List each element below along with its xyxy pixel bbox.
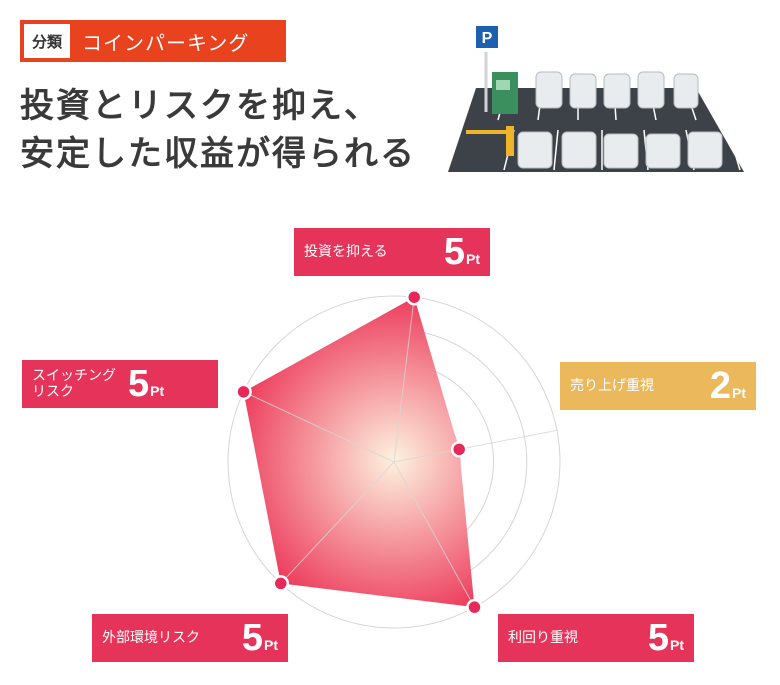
score-unit: Pt xyxy=(732,385,746,401)
radar-axis-spoke xyxy=(393,429,558,463)
radar-axis-spoke xyxy=(280,461,395,584)
parking-meter xyxy=(492,72,518,114)
parked-car xyxy=(673,73,699,109)
parking-sign-letter: P xyxy=(482,30,493,47)
parked-car xyxy=(569,73,597,109)
axis-label: 売り上げ重視 xyxy=(570,378,654,394)
parked-car xyxy=(687,131,723,169)
category-tag: 分類 コインパーキング xyxy=(20,20,286,62)
score-unit: Pt xyxy=(150,383,165,399)
parked-car xyxy=(561,131,597,169)
parked-car xyxy=(535,71,563,109)
score-value: 5 xyxy=(647,617,669,659)
radar-data-point xyxy=(405,288,423,306)
score-value: 5 xyxy=(128,363,150,405)
gate-barrier xyxy=(466,130,512,134)
radar-axis-spoke xyxy=(393,297,415,463)
radar-data-point xyxy=(272,575,290,592)
category-value: コインパーキング xyxy=(82,30,250,55)
parked-car xyxy=(603,133,639,169)
headline-line-2: 安定した収益が得られる xyxy=(20,134,416,174)
axis-label: 外部環境リスク xyxy=(102,630,200,646)
headline-line-1: 投資とリスクを抑え、 xyxy=(20,86,380,126)
radar-data-point xyxy=(235,383,252,401)
parked-car xyxy=(517,131,553,169)
radar-data-point xyxy=(450,441,468,458)
score-unit: Pt xyxy=(670,637,684,653)
radar-area xyxy=(243,297,475,608)
axis-label: スイッチングリスク xyxy=(32,368,116,400)
parked-car xyxy=(645,133,681,169)
radar-axis-spoke xyxy=(393,461,475,608)
score-value: 5 xyxy=(443,231,465,273)
parking-lot-illustration: P xyxy=(448,26,744,172)
axis-label: 投資を抑える xyxy=(304,244,388,260)
category-key: 分類 xyxy=(24,24,70,58)
parking-sign xyxy=(476,26,498,48)
radar-axis-spoke xyxy=(243,391,395,463)
page-headline: 投資とリスクを抑え、 安定した収益が得られる xyxy=(20,82,416,178)
score-value: 5 xyxy=(241,617,263,659)
parked-car xyxy=(603,73,631,109)
radar-data-point xyxy=(466,598,483,616)
axis-label: 利回り重視 xyxy=(508,630,578,646)
parked-car xyxy=(637,71,665,109)
score-unit: Pt xyxy=(264,637,278,653)
radar-grid-ring xyxy=(227,295,561,629)
score-unit: Pt xyxy=(466,251,480,267)
score-value: 2 xyxy=(709,365,731,407)
